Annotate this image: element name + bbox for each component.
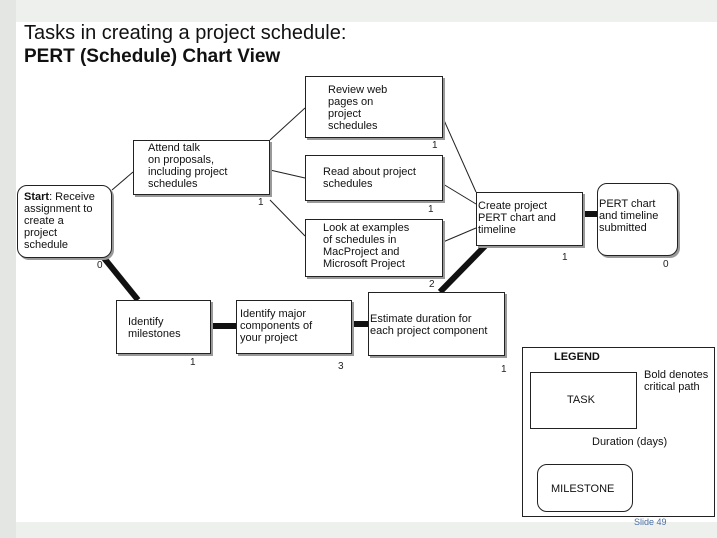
edge-review-create xyxy=(442,117,477,193)
node-create-pert-label: Create project PERT chart and timeline xyxy=(478,200,556,236)
duration-read-about: 1 xyxy=(428,204,434,215)
duration-look-examples: 2 xyxy=(429,279,435,290)
critical-start-milestones xyxy=(101,256,141,302)
edge-start-attend xyxy=(111,171,134,191)
edge-read-create xyxy=(442,183,477,205)
edge-attend-look xyxy=(269,199,306,237)
duration-create-pert: 1 xyxy=(562,252,568,263)
legend-critical-path-label: Bold denotes critical path xyxy=(644,369,709,393)
slide-subtitle: PERT (Schedule) Chart View xyxy=(24,46,281,67)
node-start-text: : Receive assignment to create a project… xyxy=(24,191,95,251)
node-estimate-duration-label: Estimate duration for each project compo… xyxy=(370,313,488,337)
slide-number: Slide 49 xyxy=(634,517,667,527)
node-start-label: Start: Receive assignment to create a pr… xyxy=(24,191,95,251)
node-look-examples-label: Look at examples of schedules in MacProj… xyxy=(323,222,410,270)
legend-task-sample xyxy=(530,372,637,429)
node-review-web-label: Review web pages on project schedules xyxy=(328,84,388,132)
node-estimate-duration xyxy=(368,292,505,356)
legend-duration-label: Duration (days) xyxy=(592,436,668,448)
slide-title: Tasks in creating a project schedule: xyxy=(24,22,347,44)
duration-identify-components: 3 xyxy=(338,361,344,372)
node-attend-talk xyxy=(133,140,270,195)
node-create-pert xyxy=(476,192,583,246)
node-start-bold: Start xyxy=(24,191,50,203)
node-review-web xyxy=(305,76,443,138)
left-strip xyxy=(0,0,16,538)
legend-task-label: TASK xyxy=(567,394,595,406)
edge-look-create xyxy=(442,227,477,243)
node-read-about-label: Read about project schedules xyxy=(323,166,416,190)
edge-attend-read xyxy=(269,169,306,179)
node-attend-talk-label: Attend talk on proposals, including proj… xyxy=(148,142,228,190)
node-start xyxy=(17,185,112,258)
edge-attend-review xyxy=(269,107,306,141)
node-identify-milestones xyxy=(116,300,211,354)
duration-identify-milestones: 1 xyxy=(190,357,196,368)
node-identify-milestones-label: Identify milestones xyxy=(128,316,181,340)
legend-milestone-label: MILESTONE xyxy=(551,483,615,495)
node-read-about xyxy=(305,155,443,201)
duration-pert-submitted: 0 xyxy=(663,259,669,270)
critical-estimate-create xyxy=(437,243,488,295)
node-pert-submitted-label: PERT chart and timeline submitted xyxy=(599,198,659,234)
duration-estimate-duration: 1 xyxy=(501,364,507,375)
legend-milestone-sample xyxy=(537,464,633,512)
node-look-examples xyxy=(305,219,443,277)
duration-start: 0 xyxy=(97,260,103,271)
node-identify-components xyxy=(236,300,352,354)
legend-title: LEGEND xyxy=(554,351,600,363)
node-identify-components-label: Identify major components of your projec… xyxy=(240,308,313,344)
duration-review-web: 1 xyxy=(432,140,438,151)
node-pert-submitted xyxy=(597,183,678,256)
duration-attend-talk: 1 xyxy=(258,197,264,208)
